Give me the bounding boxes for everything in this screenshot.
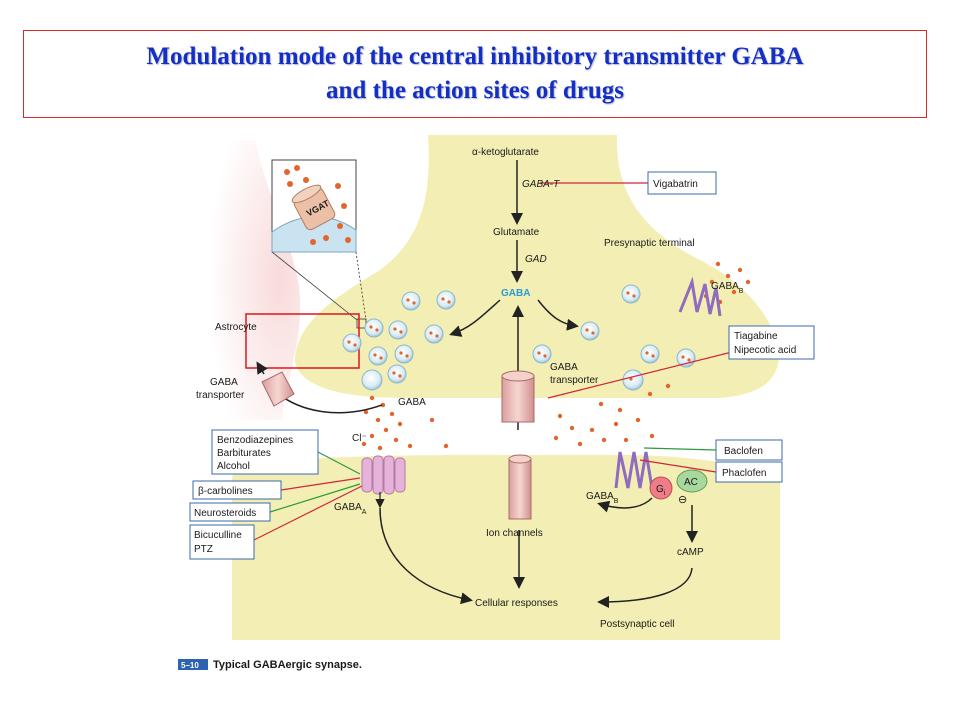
gaba-transporter-left — [261, 371, 295, 407]
barbiturates-label: Barbiturates — [217, 448, 271, 459]
vigabatrin-label: Vigabatrin — [653, 179, 698, 190]
gaba-transporter-center — [501, 370, 535, 423]
ketoglutarate-label: α-ketoglutarate — [472, 147, 539, 158]
title-line-2: and the action sites of drugs — [326, 77, 624, 104]
cellular-responses-label: Cellular responses — [475, 598, 558, 609]
baclofen-box: Baclofen — [715, 439, 783, 461]
chloride-label: Cl⁻ — [352, 433, 367, 444]
beta-carbolines-box: β-carbolines — [192, 480, 282, 500]
gaba-transporter-left-line2: transporter — [196, 390, 245, 401]
gi-protein — [649, 476, 673, 500]
benzodiazepines-label: Benzodiazepines — [217, 435, 293, 446]
ptz-label: PTZ — [194, 544, 213, 555]
neurosteroids-box: Neurosteroids — [189, 502, 271, 522]
gabab-receptor-pre — [678, 276, 722, 317]
vigabatrin-box: Vigabatrin — [647, 171, 717, 195]
phaclofen-label: Phaclofen — [722, 468, 766, 479]
camp-label: cAMP — [677, 547, 704, 558]
gaba-center-label: GABA — [501, 288, 530, 299]
ac-enzyme — [676, 469, 708, 493]
gaba-t-label: GABA-T — [522, 179, 560, 190]
bicuculline-box: Bicuculline PTZ — [189, 524, 255, 560]
gi-label: G — [656, 484, 664, 495]
title-box: Modulation mode of the central inhibitor… — [23, 30, 927, 118]
neurosteroids-label: Neurosteroids — [194, 508, 256, 519]
gaba-cleft-label: GABA — [398, 397, 426, 408]
figure-number-badge — [178, 659, 208, 670]
svg-text:Gi: Gi — [656, 484, 666, 497]
figure-caption: Typical GABAergic synapse. — [213, 659, 362, 671]
postsynaptic-cell-label: Postsynaptic cell — [600, 619, 674, 630]
gabab-receptor-post — [614, 451, 654, 489]
gabaa-sub: A — [362, 509, 367, 516]
gaba-transporter-left-line1: GABA — [210, 377, 238, 388]
gaba-transporter-center-line2: transporter — [550, 375, 599, 386]
gabab-post-sub: B — [614, 498, 619, 505]
gabaa-receptor — [361, 455, 406, 495]
synaptic-vesicles — [342, 284, 696, 391]
figure-number: 5–10 — [181, 661, 199, 670]
benzodiazepines-box: Benzodiazepines Barbiturates Alcohol — [211, 429, 319, 475]
gi-sub: i — [664, 490, 666, 497]
title-line-1: Modulation mode of the central inhibitor… — [146, 43, 804, 70]
svg-text:GABAA: GABAA — [334, 502, 367, 516]
tiagabine-label: Tiagabine — [734, 331, 778, 342]
glutamate-label: Glutamate — [493, 227, 540, 238]
gabab-pre-sub: B — [739, 288, 744, 295]
gaba-transporter-center-line1: GABA — [550, 362, 578, 373]
ion-channels-label: Ion channels — [486, 528, 543, 539]
ac-label: AC — [684, 477, 698, 488]
presynaptic-terminal-shape — [295, 135, 779, 398]
astrocyte-label: Astrocyte — [215, 322, 257, 333]
tiagabine-box: Tiagabine Nipecotic acid — [728, 325, 815, 360]
gabab-post-label: GABA — [586, 491, 614, 502]
svg-text:GABAB: GABAB — [711, 281, 744, 295]
alcohol-label: Alcohol — [217, 461, 250, 472]
svg-text:GABAB: GABAB — [586, 491, 619, 505]
gabaa-label: GABA — [334, 502, 362, 513]
nipecotic-acid-label: Nipecotic acid — [734, 345, 796, 356]
inhibition-symbol: ⊖ — [678, 494, 687, 506]
phaclofen-box: Phaclofen — [715, 461, 783, 483]
postsynaptic-cell-shape — [232, 455, 780, 640]
gad-label: GAD — [525, 254, 547, 265]
vgat-inset: VGAT — [271, 159, 357, 253]
beta-carbolines-label: β-carbolines — [198, 486, 253, 497]
presynaptic-terminal-label: Presynaptic terminal — [604, 238, 695, 249]
ion-channel — [508, 454, 532, 520]
gabab-pre-label: GABA — [711, 281, 739, 292]
bicuculline-label: Bicuculline — [194, 530, 242, 541]
gaba-molecules-cleft — [361, 261, 751, 451]
baclofen-label: Baclofen — [724, 446, 763, 457]
